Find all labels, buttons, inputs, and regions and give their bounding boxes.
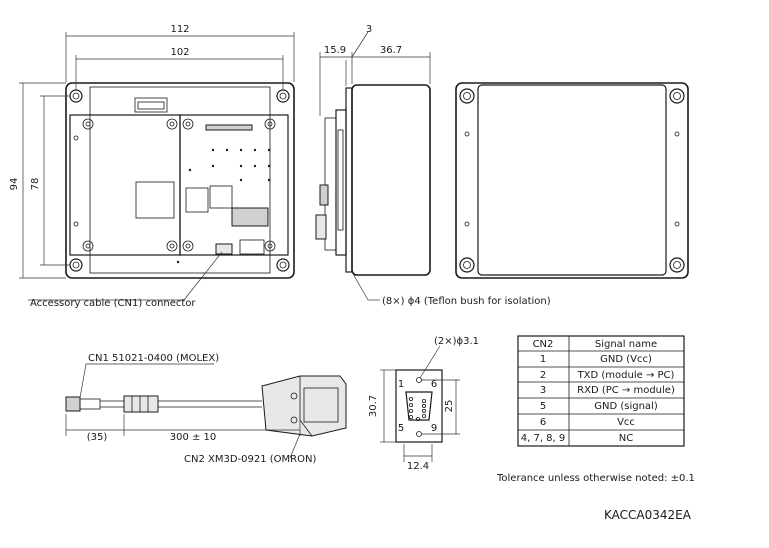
tolerance-note: Tolerance unless otherwise noted: ±0.1: [496, 473, 695, 484]
dsub-shell: [395, 369, 443, 443]
dim-width-outer: 112: [170, 24, 189, 35]
top-clip: [134, 97, 168, 113]
cn2-connector-label: CN2 XM3D-0921 (OMRON): [184, 454, 316, 465]
mount-hole-label: (2×)ϕ3.1: [434, 336, 479, 347]
table-cell-pin: 3: [540, 385, 546, 396]
dim-width-inner: 102: [170, 47, 189, 58]
cable-dimensions: [65, 363, 301, 459]
side-board-stack: [335, 109, 347, 256]
table-cell-signal: GND (signal): [594, 401, 658, 412]
table-cell-pin: 4, 7, 8, 9: [521, 433, 566, 444]
chip-sensor: [209, 185, 233, 209]
board-screws: [73, 118, 276, 252]
table-cell-signal: Vcc: [617, 417, 635, 428]
cable-ferrite: [123, 395, 159, 413]
pin-6-label: 6: [431, 379, 437, 390]
dim-cable-tail: (35): [87, 432, 108, 443]
pin-5-label: 5: [398, 423, 404, 434]
accessory-cable-label: Accessory cable (CN1) connector: [30, 298, 196, 309]
dim-side-front: 15.9: [324, 45, 346, 56]
left-board: [69, 114, 181, 256]
table-cell-signal: RXD (PC → module): [577, 385, 675, 396]
dsub-pins: [408, 396, 426, 421]
dim-dsub-pin-span: 25: [444, 400, 455, 413]
table-cell-signal: GND (Vcc): [600, 354, 652, 365]
pin-9-label: 9: [431, 423, 437, 434]
dim-height-outer: 94: [9, 178, 20, 191]
signal-table-frame: [517, 335, 685, 447]
front-view: [65, 82, 295, 279]
front-plate-outline: [65, 82, 295, 279]
component-dots: [176, 148, 271, 264]
table-cell-pin: 1: [540, 354, 546, 365]
teflon-bush-label: (8×) ϕ4 (Teflon bush for isolation): [382, 296, 551, 307]
dsub-dimensions: [380, 345, 460, 462]
table-cell-pin: 2: [540, 370, 546, 381]
cn1-connector-label: CN1 51021-0400 (MOLEX): [88, 353, 219, 364]
board-connector: [231, 207, 269, 227]
table-cell-signal: NC: [619, 433, 633, 444]
back-plate-outline: [455, 82, 689, 279]
table-cell-pin: 6: [540, 417, 546, 428]
chip-small: [185, 187, 209, 213]
pin-1-label: 1: [398, 379, 404, 390]
side-view: [315, 84, 431, 276]
table-cell-pin: 5: [540, 401, 546, 412]
chip-large: [135, 181, 175, 219]
dim-height-inner: 78: [30, 178, 41, 191]
dim-dsub-height: 30.7: [368, 395, 379, 417]
signal-table: [517, 335, 685, 447]
back-housing: [477, 84, 667, 276]
right-board: [179, 114, 289, 256]
dim-dsub-width: 12.4: [407, 461, 429, 472]
side-dimensions: [319, 31, 431, 301]
table-header-cn2: CN2: [533, 339, 554, 350]
dim-side-thickness: 3: [366, 24, 372, 35]
front-dimensions: [19, 32, 295, 301]
cn1-plug: [65, 396, 81, 412]
table-header-signal: Signal name: [595, 339, 657, 350]
dsub-face: [405, 391, 433, 421]
cn1-connector-port: [215, 243, 233, 255]
side-housing: [351, 84, 431, 276]
back-view: [455, 82, 689, 279]
table-cell-signal: TXD (module → PC): [577, 370, 675, 381]
dim-side-depth: 36.7: [380, 45, 402, 56]
cable-assembly: [65, 375, 347, 437]
side-plate: [345, 87, 353, 273]
dsub-front-view: [395, 369, 443, 443]
drawing-code: KACCA0342EA: [604, 508, 692, 522]
dim-cable-length: 300 ± 10: [170, 432, 217, 443]
